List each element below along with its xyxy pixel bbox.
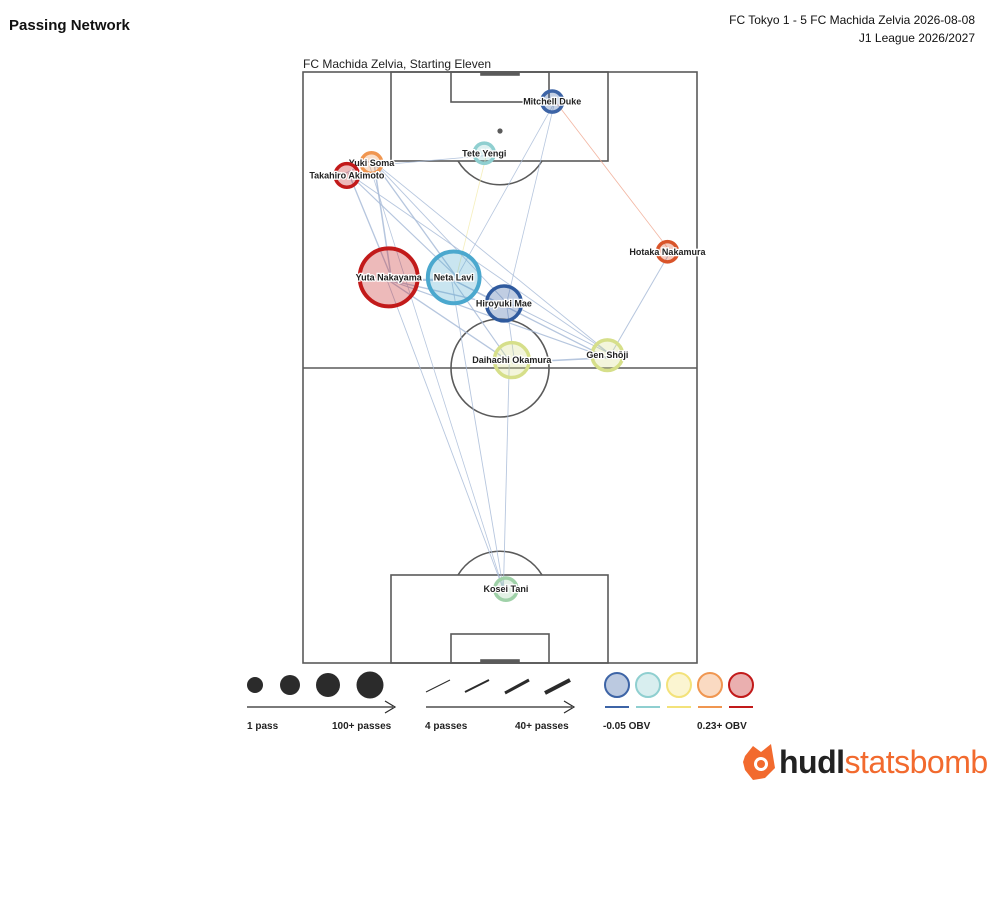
color-legend-min-label: -0.05 OBV [603, 721, 651, 732]
size-legend-circle-3 [316, 673, 340, 697]
pass-link-yuta-nakayama-to-daihachi-okamura [386, 278, 511, 363]
color-legend [604, 672, 754, 708]
pass-link-yuki-soma-to-takahiro-akimoto [345, 160, 371, 174]
player-label: Yuki Soma [349, 158, 396, 168]
player-circle [425, 249, 482, 306]
top-penalty-spot [497, 128, 503, 134]
player-node-mitchell-duke: Mitchell Duke [522, 89, 582, 114]
pass-link-neta-lavi-to-gen-shoji [452, 279, 607, 359]
player-node-yuki-soma: Yuki Soma [347, 151, 396, 176]
color-legend-swatch-5 [728, 672, 754, 698]
player-node-daihachi-okamura: Daihachi Okamura [471, 340, 554, 380]
player-label: Yuta Nakayama [356, 272, 423, 282]
width-legend-line-2 [464, 679, 490, 693]
player-label: Tete Yengi [462, 148, 506, 158]
player-label: Mitchell Duke [523, 97, 581, 107]
player-label: Gen Shōji [586, 350, 628, 360]
width-legend-max-label: 40+ passes [515, 721, 569, 732]
top-goal [480, 71, 520, 76]
pass-link-daihachi-okamura-to-kosei-tani [502, 360, 510, 590]
width-legend-arrowhead [563, 700, 576, 714]
size-legend-max-label: 100+ passes [332, 721, 392, 732]
player-label: Neta Lavi [434, 272, 474, 282]
player-circle [359, 151, 384, 176]
hudl-statsbomb-logo: hudlstatsbomb [741, 740, 991, 784]
pass-link-neta-lavi-to-tete-yengi [455, 153, 488, 279]
bottom-goal [480, 659, 520, 664]
size-legend-circle-1 [247, 677, 263, 693]
pitch [302, 71, 698, 664]
width-legend [425, 678, 576, 714]
player-circle [493, 576, 519, 603]
player-circle [539, 89, 565, 114]
width-legend-line-4 [544, 678, 571, 695]
width-legend-min-label: 4 passes [425, 721, 468, 732]
width-legend-line-1 [425, 679, 451, 693]
color-legend-swatch-3 [666, 672, 692, 698]
player-node-gen-shoji: Gen Shōji [585, 338, 630, 373]
player-circle [333, 161, 361, 189]
pass-link-yuki-soma-to-tete-yengi [371, 155, 485, 167]
player-node-takahiro-akimoto: Takahiro Akimoto [308, 161, 386, 189]
pass-link-gen-shoji-to-hiroyuki-mae [504, 300, 609, 354]
match-info: FC Tokyo 1 - 5 FC Machida Zelvia 2026-08… [729, 11, 975, 47]
player-label: Hiroyuki Mae [476, 298, 532, 308]
player-circle [492, 340, 532, 380]
chart-subtitle: FC Machida Zelvia, Starting Eleven [303, 57, 492, 71]
pass-link-gen-shoji-to-yuki-soma [372, 160, 610, 354]
player-node-hotaka-nakamura: Hotaka Nakamura [628, 239, 708, 264]
logo-statsbomb-text: statsbomb [844, 744, 989, 780]
bottom-six-yard-box [450, 633, 550, 664]
pass-link-neta-lavi-to-kosei-tani [450, 277, 504, 590]
player-circle [357, 246, 420, 309]
pass-link-daihachi-okamura-to-hiroyuki-mae [505, 303, 515, 360]
player-label: Kosei Tani [483, 584, 528, 594]
size-legend-circle-4 [356, 671, 384, 699]
player-node-hiroyuki-mae: Hiroyuki Mae [475, 284, 533, 323]
size-legend-arrowhead [384, 700, 397, 714]
color-legend-swatch-4 [697, 672, 723, 698]
color-legend-swatch-1 [604, 672, 630, 698]
bottom-penalty-arc [457, 550, 543, 576]
color-legend-swatch-2 [635, 672, 661, 698]
size-legend-circle-2 [280, 675, 300, 695]
logo-hudl-text: hudl [779, 744, 845, 780]
pass-link-yuki-soma-to-kosei-tani [368, 163, 504, 590]
player-label: Daihachi Okamura [472, 355, 552, 365]
width-legend-line-3 [504, 678, 530, 695]
player-circle [484, 284, 524, 323]
player-circle [472, 141, 497, 166]
pass-link-yuta-nakayama-to-kosei-tani [385, 278, 504, 591]
player-node-yuta-nakayama: Yuta Nakayama [354, 246, 424, 309]
size-legend [247, 671, 397, 714]
pass-link-hiroyuki-mae-to-yuki-soma [372, 161, 507, 303]
pass-link-gen-shoji-to-hotaka-nakamura [609, 252, 671, 357]
pass-link-hiroyuki-mae-to-mitchell-duke [505, 102, 556, 305]
player-node-tete-yengi: Tete Yengi [461, 141, 508, 166]
player-label: Takahiro Akimoto [309, 170, 385, 180]
player-node-kosei-tani: Kosei Tani [482, 576, 530, 603]
statsbomb-logo-icon [743, 744, 775, 780]
color-legend-max-label: 0.23+ OBV [697, 721, 747, 732]
player-circle [590, 338, 625, 373]
competition: J1 League 2026/2027 [858, 31, 975, 45]
pass-link-gen-shoji-to-takahiro-akimoto [347, 173, 610, 354]
pass-link-yuta-nakayama-to-takahiro-akimoto [348, 174, 392, 277]
pass-link-yuta-nakayama-to-yuki-soma [373, 162, 392, 278]
player-node-neta-lavi: Neta Lavi [425, 249, 482, 306]
player-label: Hotaka Nakamura [629, 247, 706, 257]
legend [247, 671, 754, 714]
match-result: FC Tokyo 1 - 5 FC Machida Zelvia 2026-08… [729, 13, 975, 27]
pass-link-hotaka-nakamura-to-mitchell-duke [553, 99, 670, 251]
pass-link-neta-lavi-to-mitchell-duke [455, 102, 555, 279]
size-legend-min-label: 1 pass [247, 721, 279, 732]
chart-title: Passing Network [9, 17, 130, 34]
player-circle [655, 239, 680, 264]
top-penalty-arc [457, 160, 543, 186]
